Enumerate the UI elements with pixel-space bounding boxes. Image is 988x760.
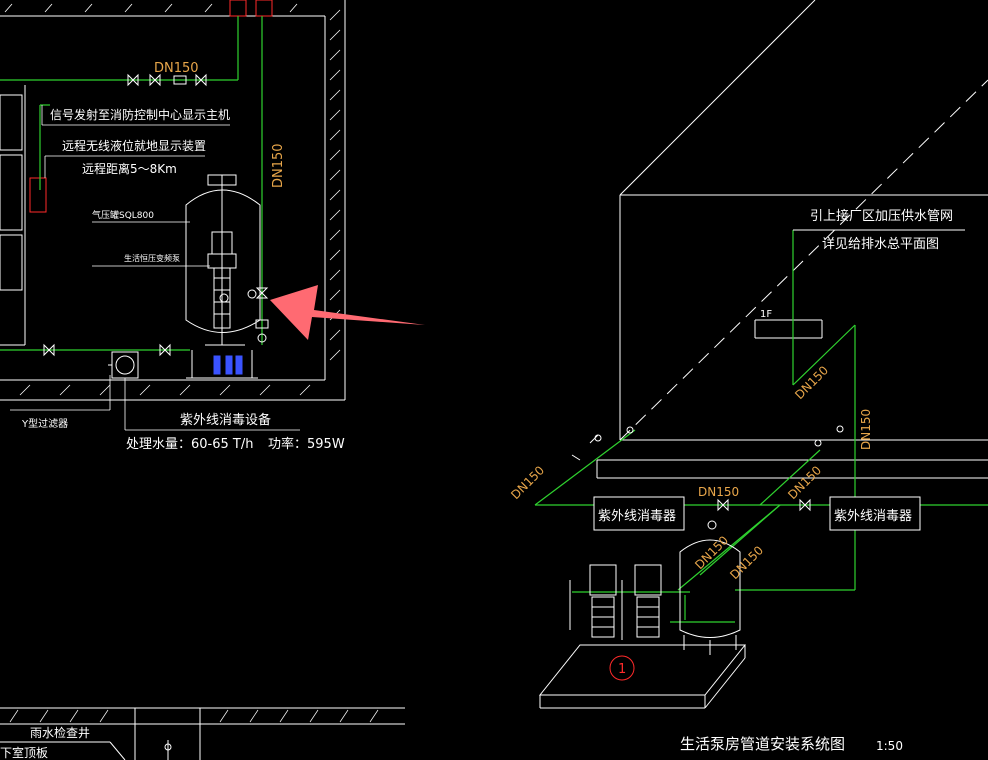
uv-disinfector-boxes (593, 496, 921, 531)
wall-hatching (4, 3, 341, 396)
riser-valves (247, 287, 269, 343)
equipment-number-circle (609, 655, 635, 681)
iso-pumps (569, 564, 662, 640)
supply-pipes-plan (0, 16, 263, 351)
annotation-leaders (10, 105, 300, 431)
isometric-pipes (534, 230, 988, 623)
uv-box-left-label: 紫外线消毒器 (598, 509, 676, 524)
iso-pressure-tank (679, 539, 741, 655)
pressure-tank (185, 174, 261, 379)
drawing-scale: 1:50 (876, 739, 903, 753)
remote-display-label: 远程无线液位就地显示装置 (62, 138, 206, 153)
dn-riser-right: DN150 (859, 409, 873, 450)
dn-left-diag: DN150 (508, 463, 547, 502)
uv-capacity-spec: 处理水量：60-65 T/h (126, 437, 253, 452)
pump-room-walls (0, 0, 346, 401)
rain-well-label: 雨水检查井 (30, 725, 90, 740)
dn-mid-horizontal: DN150 (698, 485, 739, 499)
building-outline (596, 0, 988, 479)
dn-riser-diag: DN150 (792, 363, 831, 402)
drawing-title: 生活泵房管道安装系统图 (680, 735, 845, 753)
pump-unit-label: 生活恒压变频泵 (124, 253, 180, 263)
floor-label: 1F (760, 309, 772, 320)
y-filter-symbol (108, 351, 139, 379)
dashed-diagonal (619, 79, 988, 441)
cover-slab-label: 下室顶板 (0, 745, 48, 760)
uv-box-right-label: 紫外线消毒器 (834, 509, 912, 524)
signal-label: 信号发射至消防控制中心显示主机 (50, 107, 230, 122)
dn-mid-diag: DN150 (785, 463, 824, 502)
supply-label-2: 详见给排水总平面图 (822, 237, 939, 252)
supply-label-1: 引上接厂区加压供水管网 (810, 208, 953, 224)
rain-well-hatch (9, 709, 379, 723)
isometric-valves (571, 425, 844, 530)
y-filter-label: Y型过滤器 (21, 417, 68, 430)
distance-label: 远程距离5～8Km (82, 161, 177, 176)
dn-tank-2: DN150 (727, 543, 766, 582)
uv-power-spec: 功率：595W (268, 436, 345, 452)
right-labels: 引上接厂区加压供水管网 详见给排水总平面图 1F DN150 DN150 DN1… (508, 208, 965, 753)
vertical-pump (205, 231, 245, 375)
equipment-number: 1 (618, 662, 626, 677)
equipment-base-slab (538, 644, 747, 709)
water-tank-panels (0, 94, 47, 291)
left-labels: DN150 DN150 信号发射至消防控制中心显示主机 远程无线液位就地显示装置… (21, 61, 345, 452)
uv-equipment-title: 紫外线消毒设备 (180, 412, 271, 428)
pressure-tank-label: 气压罐SQL800 (92, 209, 154, 221)
rain-well-section (0, 707, 405, 760)
dn-label-vertical: DN150 (271, 143, 286, 188)
valves-top-pipe (43, 73, 207, 357)
dn-label-top: DN150 (154, 61, 199, 76)
highlight-arrow (270, 285, 425, 340)
